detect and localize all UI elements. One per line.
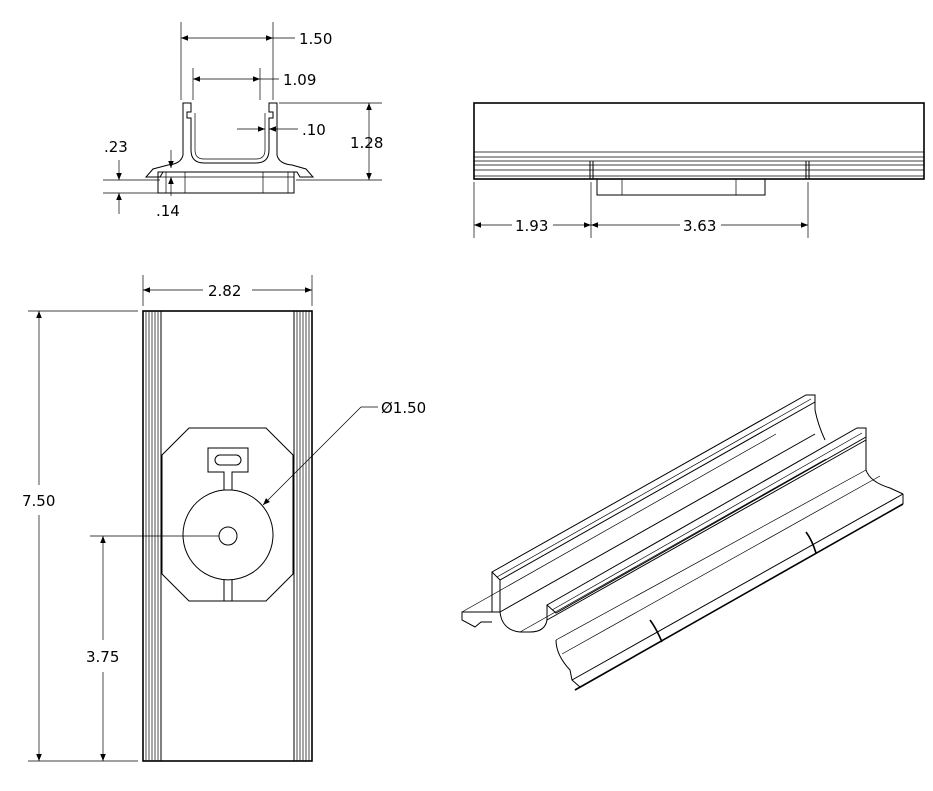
center-hole [218,526,238,546]
profile-outline [144,102,315,178]
end-view: 1.50 1.09 .10 1.28 .23 .14 [103,22,383,220]
plan-view: 2.82 7.50 3.75 Ø1.50 [22,275,426,762]
dim-plan-length: 7.50 [22,492,55,510]
dim-wall-thickness: .10 [302,121,326,139]
dim-slot-length: 3.63 [683,217,716,235]
octagon-pad [161,427,294,602]
dim-diameter: Ø1.50 [381,399,426,417]
base-plate [157,171,295,194]
side-view: 1.93 3.63 [473,102,925,238]
dim-base-thickness: .14 [156,202,180,220]
dim-flange-height: .23 [104,138,128,156]
dim-top-width-inner: 1.09 [283,71,316,89]
dim-hole-center: 3.75 [86,648,119,666]
isometric-view [461,394,904,691]
hole-ring [182,489,274,581]
dim-height: 1.28 [350,134,383,152]
side-outline [473,102,925,180]
dim-plan-width: 2.82 [208,282,241,300]
side-base-plate [596,178,766,196]
dim-side-offset: 1.93 [515,217,548,235]
dim-top-width-outer: 1.50 [299,30,332,48]
